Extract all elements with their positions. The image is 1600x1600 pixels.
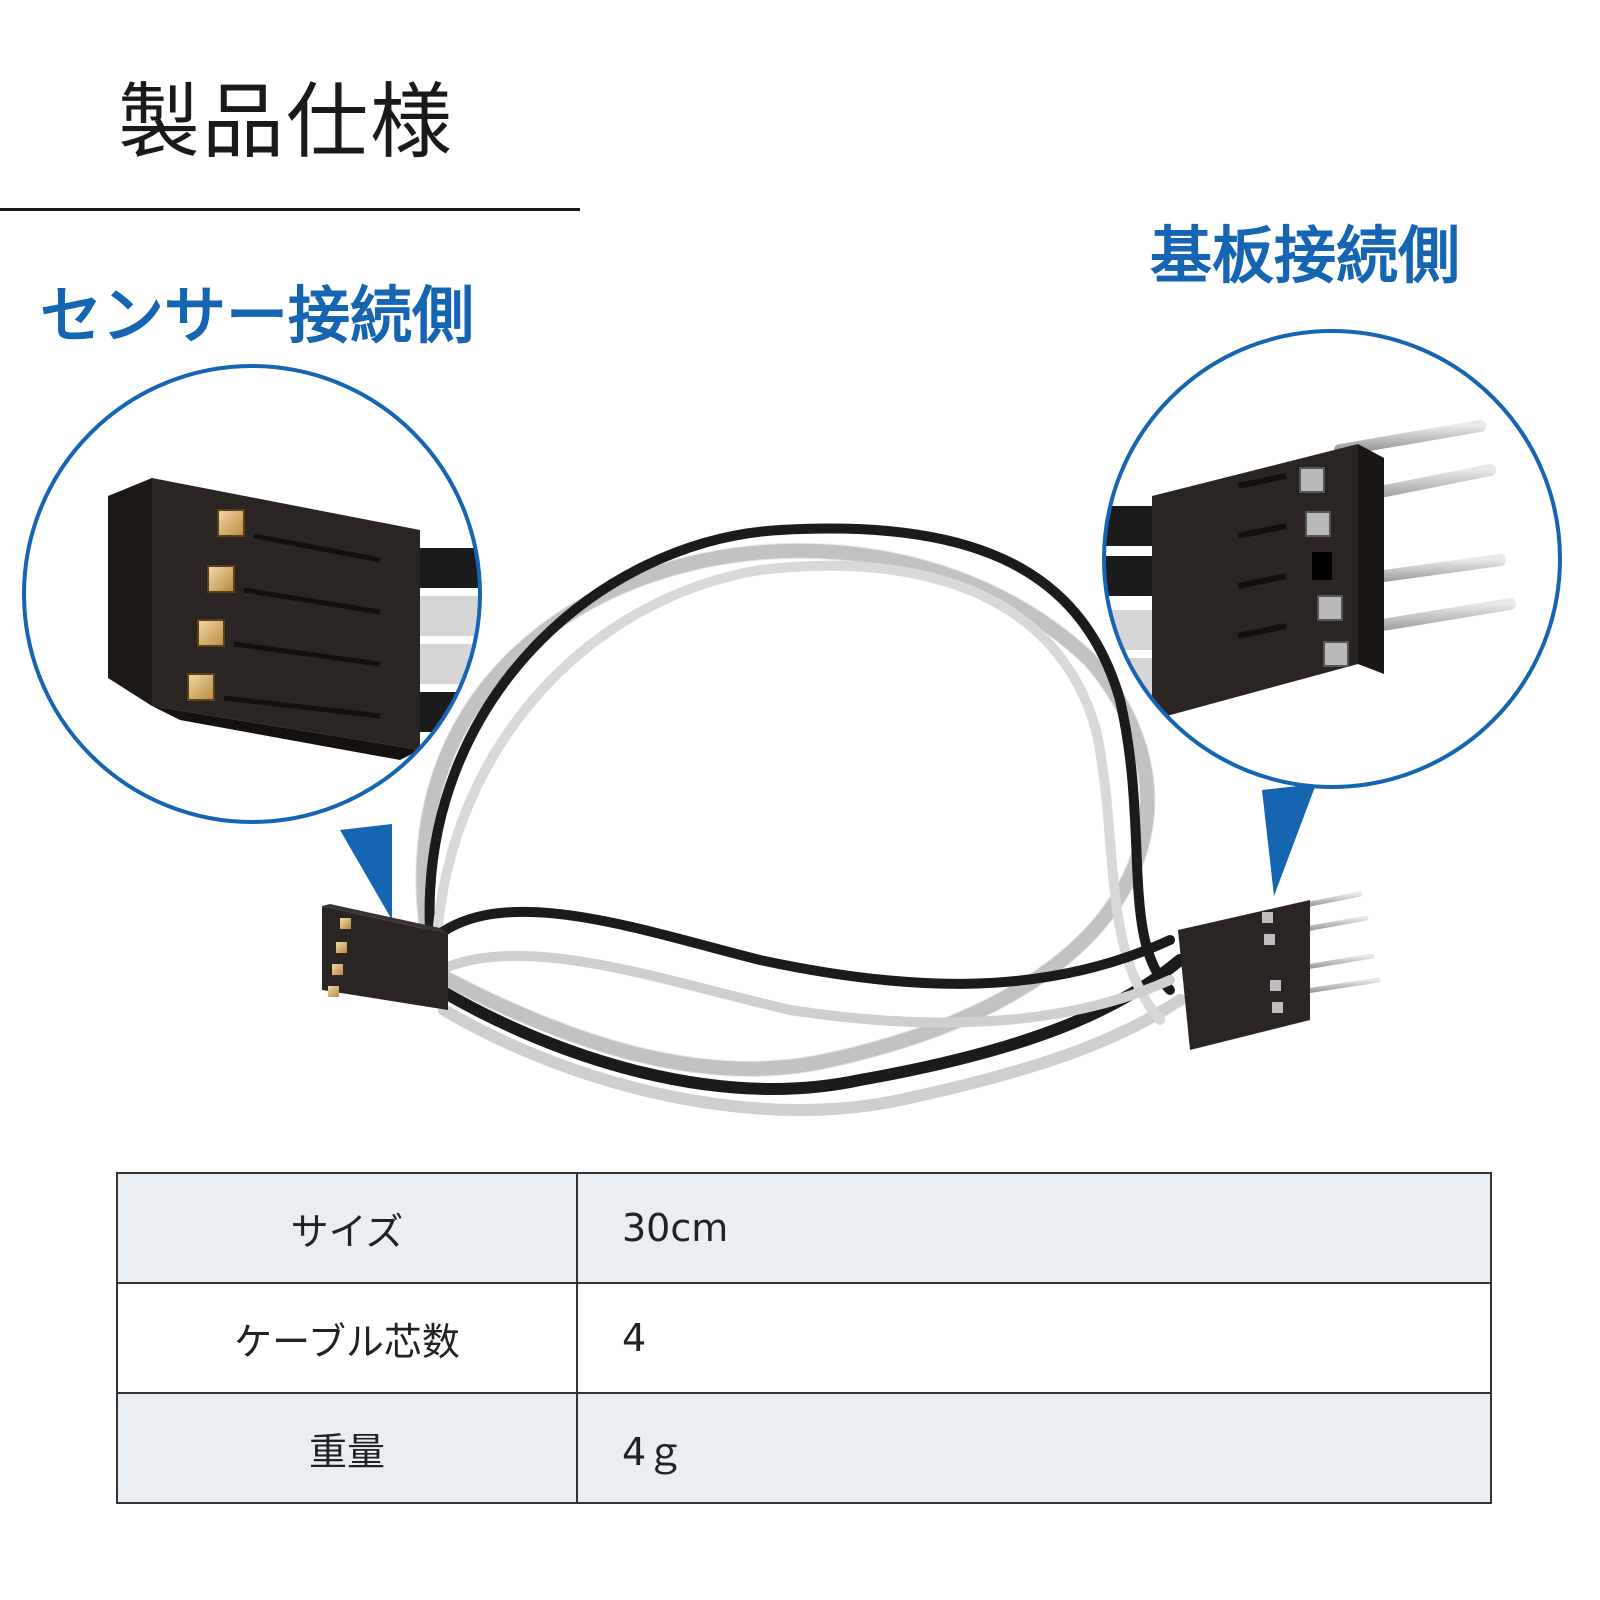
board-contacts [1299, 467, 1349, 667]
page-title: 製品仕様 [118, 75, 455, 170]
spec-value: 4ｇ [576, 1392, 1492, 1504]
spec-label: サイズ [116, 1172, 578, 1284]
spec-value: 4 [576, 1282, 1492, 1394]
table-row: 重量 4ｇ [116, 1392, 1492, 1504]
sensor-closeup-ring [22, 364, 482, 824]
left-callout-pointer [340, 824, 392, 920]
spec-label: 重量 [116, 1392, 578, 1504]
spec-value: 30cm [576, 1172, 1492, 1284]
title-divider [0, 208, 580, 211]
board-closeup-ring [1102, 329, 1562, 789]
table-row: サイズ 30cm [116, 1172, 1492, 1284]
table-row: ケーブル芯数 4 [116, 1282, 1492, 1394]
right-callout-pointer [1262, 784, 1316, 896]
cable-loop [415, 523, 1186, 1116]
sensor-connector [322, 904, 448, 1010]
sensor-side-label: センサー接続側 [40, 279, 475, 352]
board-connector-closeup [1104, 331, 1560, 787]
sensor-connector-closeup [24, 366, 480, 822]
sensor-contacts [187, 509, 245, 701]
board-connector [1178, 891, 1381, 1050]
spec-table: サイズ 30cm ケーブル芯数 4 重量 4ｇ [116, 1172, 1492, 1504]
spec-label: ケーブル芯数 [116, 1282, 578, 1394]
board-side-label: 基板接続側 [1150, 219, 1461, 292]
